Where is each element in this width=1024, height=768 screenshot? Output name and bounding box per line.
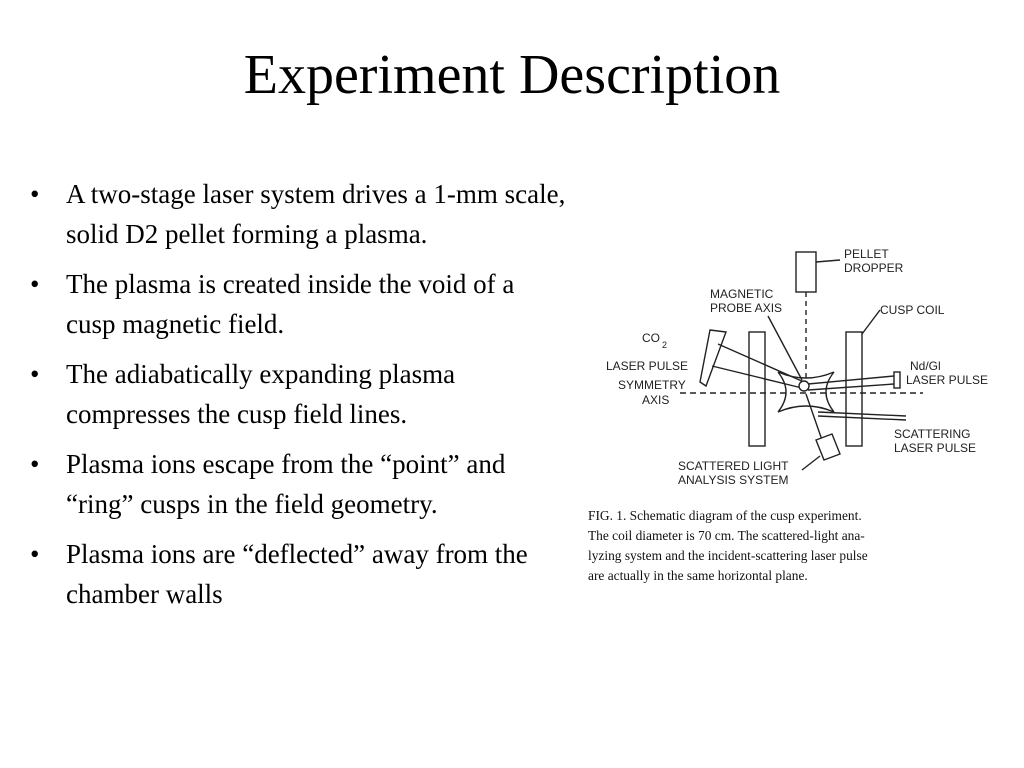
caption-line: The coil diameter is 70 cm. The scattere… xyxy=(588,528,865,543)
bullet-text: The adiabatically expanding plasma compr… xyxy=(66,359,456,429)
slide-title: Experiment Description xyxy=(243,44,781,106)
label-scattering-laser: LASER PULSE xyxy=(894,441,976,455)
cusp-field-lines xyxy=(777,371,835,413)
caption-line: are actually in the same horizontal plan… xyxy=(588,568,808,583)
analysis-system-box xyxy=(815,433,841,461)
cusp-coil-right xyxy=(845,331,863,447)
pellet-dropper-box xyxy=(795,251,817,293)
bullet-item: •Plasma ions are “deflected” away from t… xyxy=(30,539,528,609)
label-pellet-dropper: DROPPER xyxy=(844,261,904,275)
label-ndgl: Nd/Gl xyxy=(910,359,941,373)
label-analysis-system: ANALYSIS SYSTEM xyxy=(678,473,788,487)
co2-laser-beam-1 xyxy=(717,343,805,383)
label-cusp-coil: CUSP COIL xyxy=(880,303,945,317)
scattering-laser-beam xyxy=(817,411,907,417)
ndgl-laser-lens xyxy=(893,371,901,389)
caption-line: FIG. 1. Schematic diagram of the cusp ex… xyxy=(588,508,862,523)
pellet xyxy=(798,380,810,392)
bullet-item: •Plasma ions escape from the “point” and… xyxy=(30,449,506,519)
scattering-laser-beam-2 xyxy=(817,415,907,421)
label-magnetic-probe: MAGNETIC xyxy=(710,287,774,301)
co2-laser-beam-2 xyxy=(711,365,803,389)
co2-laser-lens xyxy=(699,329,727,388)
bullet-text: Plasma ions escape from the “point” and … xyxy=(66,449,506,519)
cusp-coil-leader xyxy=(861,309,881,335)
cusp-coil-left xyxy=(748,331,766,447)
scattered-light-path xyxy=(805,393,823,441)
label-symmetry: SYMMETRY xyxy=(618,378,686,392)
pellet-dropper-leader xyxy=(815,259,841,263)
label-scattered-light: SCATTERED LIGHT xyxy=(678,459,789,473)
ndgl-laser-beam-1 xyxy=(807,375,895,385)
label-magnetic-probe: PROBE AXIS xyxy=(710,301,782,315)
label-pellet-dropper: PELLET xyxy=(844,247,889,261)
label-co2-sub: 2 xyxy=(662,340,667,350)
bullet-list: •A two-stage laser system drives a 1-mm … xyxy=(30,174,570,624)
label-co2: CO xyxy=(642,331,660,345)
ndgl-laser-beam-2 xyxy=(807,383,895,391)
cusp-experiment-schematic: PELLET DROPPER MAGNETIC PROBE AXIS CUSP … xyxy=(588,244,1018,584)
label-co2-laser: LASER PULSE xyxy=(606,359,688,373)
bullet-text: The plasma is created inside the void of… xyxy=(66,269,515,339)
caption-line: lyzing system and the incident-scatterin… xyxy=(588,548,868,563)
bullet-item: •A two-stage laser system drives a 1-mm … xyxy=(30,179,566,249)
label-scattering: SCATTERING xyxy=(894,427,970,441)
figure-caption: FIG. 1. Schematic diagram of the cusp ex… xyxy=(588,506,1020,586)
magnetic-probe-axis xyxy=(767,315,803,381)
bullet-text: Plasma ions are “deflected” away from th… xyxy=(66,539,528,609)
label-symmetry-axis: AXIS xyxy=(642,393,669,407)
bullet-item: •The adiabatically expanding plasma comp… xyxy=(30,359,456,429)
label-ndgl-laser: LASER PULSE xyxy=(906,373,988,387)
bullet-item: •The plasma is created inside the void o… xyxy=(30,269,515,339)
analysis-system-leader xyxy=(801,455,821,471)
bullet-text: A two-stage laser system drives a 1-mm s… xyxy=(66,179,566,249)
